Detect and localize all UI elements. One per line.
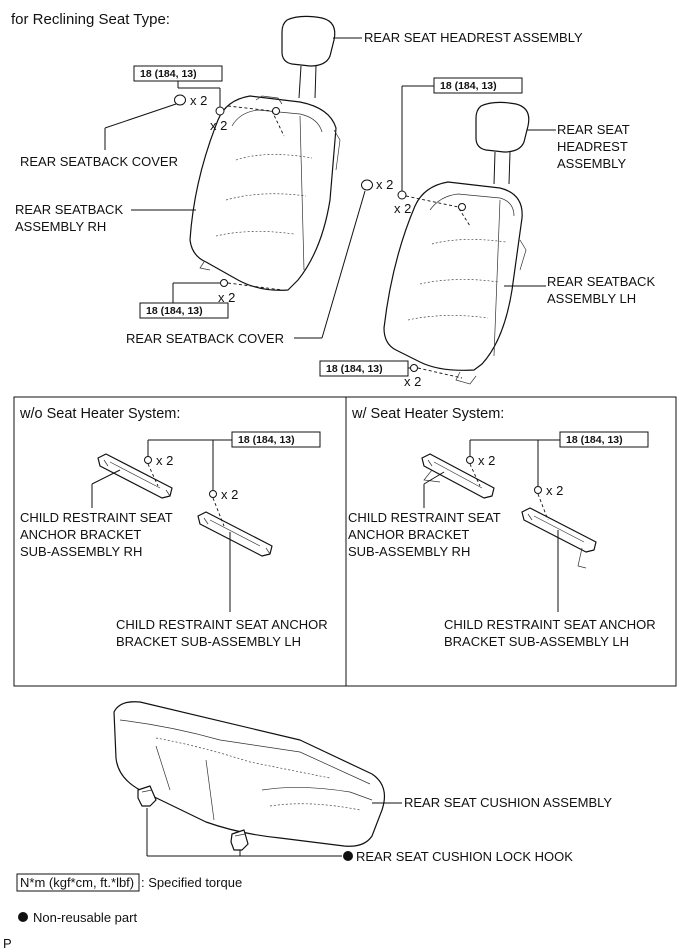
qty-bottom-lh: x 2 <box>404 374 421 389</box>
legend-nonreusable: Non-reusable part <box>33 910 137 925</box>
qty-top-rh-nut: x 2 <box>210 118 227 133</box>
seatback-cover-icon <box>174 94 186 106</box>
torque-top-rh: 18 (184, 13) <box>140 68 197 80</box>
label-anchor-lh-w-line2: BRACKET SUB-ASSEMBLY LH <box>444 634 629 649</box>
torque-w-heater: 18 (184, 13) <box>566 434 623 446</box>
legend-torque-desc: : Specified torque <box>141 875 242 890</box>
label-seatback-lh-line2: ASSEMBLY LH <box>547 291 636 306</box>
qty-w-heater-lh: x 2 <box>546 483 563 498</box>
nonreusable-dot-icon <box>343 851 353 861</box>
label-lock-hook: REAR SEAT CUSHION LOCK HOOK <box>356 849 573 864</box>
label-anchor-rh-w-line1: CHILD RESTRAINT SEAT <box>348 510 501 525</box>
label-seatback-rh-line1: REAR SEATBACK <box>15 202 123 217</box>
seatback-rh-drawing <box>189 95 341 291</box>
label-headrest-lh-line3: ASSEMBLY <box>557 156 626 171</box>
corner-mark: P <box>3 936 12 951</box>
label-anchor-lh-wo-line1: CHILD RESTRAINT SEAT ANCHOR <box>116 617 328 632</box>
label-headrest-lh-line1: REAR SEAT <box>557 122 630 137</box>
seat-cushion-drawing <box>113 701 385 847</box>
label-anchor-rh-w-line2: ANCHOR BRACKET <box>348 527 469 542</box>
nut-icon <box>215 106 225 116</box>
lock-hook-icon <box>137 785 157 807</box>
bolt-icon <box>272 107 280 115</box>
torque-box-bottom-rh <box>139 302 229 319</box>
bolt-icon <box>410 364 418 372</box>
qty-seatback-cover-bottom: x 2 <box>376 177 393 192</box>
bolt-icon <box>458 203 466 211</box>
torque-bottom-rh: 18 (184, 13) <box>146 305 203 317</box>
qty-wo-heater-lh: x 2 <box>221 487 238 502</box>
label-cushion: REAR SEAT CUSHION ASSEMBLY <box>404 795 612 810</box>
seatback-lh-drawing <box>383 181 527 385</box>
label-anchor-rh-w-line3: SUB-ASSEMBLY RH <box>348 544 470 559</box>
headrest-rh-drawing <box>281 15 336 99</box>
label-anchor-rh-wo-line2: ANCHOR BRACKET <box>20 527 141 542</box>
qty-seatback-cover-top: x 2 <box>190 93 207 108</box>
qty-wo-heater-rh: x 2 <box>156 453 173 468</box>
qty-w-heater-rh: x 2 <box>478 453 495 468</box>
anchor-bracket-rh-drawing <box>97 453 173 499</box>
nut-icon <box>397 190 407 200</box>
label-headrest-lh-line2: HEADREST <box>557 139 628 154</box>
headrest-lh-drawing <box>475 101 530 185</box>
label-anchor-rh-wo-line1: CHILD RESTRAINT SEAT <box>20 510 173 525</box>
nut-icon <box>209 490 217 498</box>
label-seatback-cover-top: REAR SEATBACK COVER <box>20 154 178 169</box>
torque-wo-heater: 18 (184, 13) <box>238 434 295 446</box>
bolt-icon <box>220 279 228 287</box>
torque-top-lh: 18 (184, 13) <box>440 80 497 92</box>
anchor-bracket-lh-drawing <box>197 511 273 557</box>
label-seatback-rh-line2: ASSEMBLY RH <box>15 219 106 234</box>
anchor-bracket-rh-heater-drawing <box>421 453 495 499</box>
label-w-heater: w/ Seat Heater System: <box>351 406 504 422</box>
legend-nonreusable-dot-icon <box>18 912 28 922</box>
nut-icon <box>534 486 542 494</box>
lock-hook-icon <box>230 829 249 851</box>
seatback-cover-icon <box>361 179 373 191</box>
nut-icon <box>144 456 152 464</box>
label-anchor-lh-wo-line2: BRACKET SUB-ASSEMBLY LH <box>116 634 301 649</box>
label-anchor-rh-wo-line3: SUB-ASSEMBLY RH <box>20 544 142 559</box>
anchor-bracket-lh-heater-drawing <box>521 507 597 569</box>
label-seatback-cover-bottom: REAR SEATBACK COVER <box>126 331 284 346</box>
legend-torque-unit: N*m (kgf*cm, ft.*lbf) <box>20 875 134 890</box>
qty-bottom-rh: x 2 <box>218 290 235 305</box>
qty-top-lh-nut: x 2 <box>394 201 411 216</box>
label-anchor-lh-w-line1: CHILD RESTRAINT SEAT ANCHOR <box>444 617 656 632</box>
nut-icon <box>466 456 474 464</box>
label-headrest-rh: REAR SEAT HEADREST ASSEMBLY <box>364 30 583 45</box>
label-wo-heater: w/o Seat Heater System: <box>19 406 180 422</box>
legend-torque-box <box>16 873 140 892</box>
label-seatback-lh-line1: REAR SEATBACK <box>547 274 655 289</box>
torque-bottom-lh: 18 (184, 13) <box>326 363 383 375</box>
diagram-title: for Reclining Seat Type: <box>11 11 170 28</box>
panel-w-heater <box>345 396 677 687</box>
